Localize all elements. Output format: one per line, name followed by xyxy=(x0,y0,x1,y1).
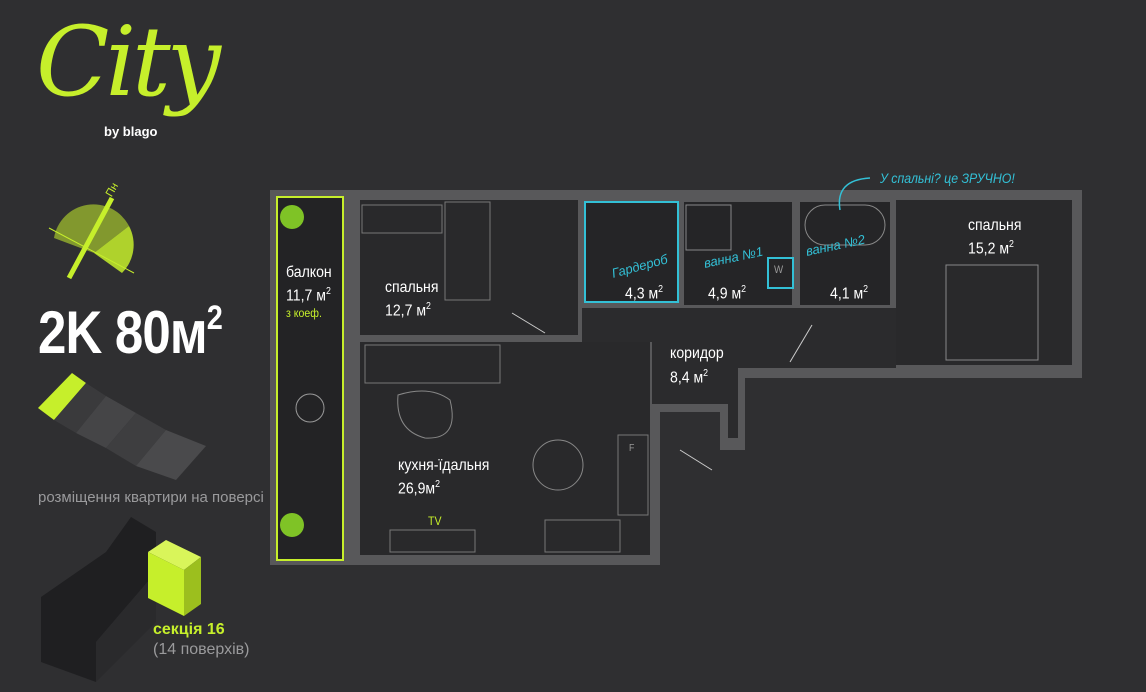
kitchen-area-label: 26,9м2 xyxy=(398,479,440,498)
section-name: секція 16 xyxy=(153,621,225,638)
kitchen-cabinets xyxy=(364,344,501,384)
tv-stand xyxy=(389,529,476,553)
hob xyxy=(544,519,621,553)
bath2-area xyxy=(800,202,890,305)
bedroom2-area xyxy=(896,200,1072,365)
balcony-name: балкон xyxy=(286,264,332,281)
balcony-table xyxy=(295,393,325,423)
section-floors: (14 поверхів) xyxy=(153,641,250,658)
plant-icon xyxy=(280,513,304,537)
compass-icon: Пн xyxy=(48,181,135,280)
corridor-area-label: 8,4 м2 xyxy=(670,368,709,387)
bedroom1-area xyxy=(360,200,578,335)
bedroom2-name: спальня xyxy=(968,217,1022,234)
bedroom1-area-label: 12,7 м2 xyxy=(385,301,431,320)
washer xyxy=(767,257,794,289)
fridge-label: F xyxy=(629,443,635,454)
wardrobe-area-label: 4,3 м2 xyxy=(625,284,664,303)
dining-table xyxy=(532,439,584,491)
kitchen-name: кухня-їдальня xyxy=(398,457,490,474)
bedroom2-area-label: 15,2 м2 xyxy=(968,239,1014,258)
bed2 xyxy=(945,264,1039,361)
wardrobe-area xyxy=(584,201,679,303)
washer-label: W xyxy=(774,264,784,276)
kitchen-area xyxy=(360,342,650,555)
brand-logo: City xyxy=(36,6,221,118)
table xyxy=(397,390,453,439)
floor-caption: розміщення квартири на поверсі xyxy=(38,489,264,506)
convenience-note: У спальні? це ЗРУЧНО! xyxy=(880,170,1015,186)
bathtub xyxy=(804,204,886,246)
corridor-area xyxy=(582,308,896,438)
balcony-coef: з коеф. xyxy=(286,306,322,320)
building-icon xyxy=(41,517,201,682)
balcony-area-label: 11,7 м2 xyxy=(286,286,331,305)
apartment-title: 2K 80м2 xyxy=(38,299,223,366)
plant-icon xyxy=(280,205,304,229)
bedroom1-name: спальня xyxy=(385,279,439,296)
fridge-unit xyxy=(617,434,649,516)
tv-label: TV xyxy=(428,514,442,528)
note-arrow-icon xyxy=(838,177,871,211)
desk xyxy=(361,204,443,234)
bed1 xyxy=(444,201,491,301)
shower xyxy=(685,204,732,251)
bath1-area-label: 4,9 м2 xyxy=(708,284,747,303)
balcony-area xyxy=(276,196,344,561)
bath2-area-label: 4,1 м2 xyxy=(830,284,869,303)
corridor-name: коридор xyxy=(670,345,724,362)
floor-location-map xyxy=(38,373,206,480)
brand-sub: by blago xyxy=(104,124,158,139)
